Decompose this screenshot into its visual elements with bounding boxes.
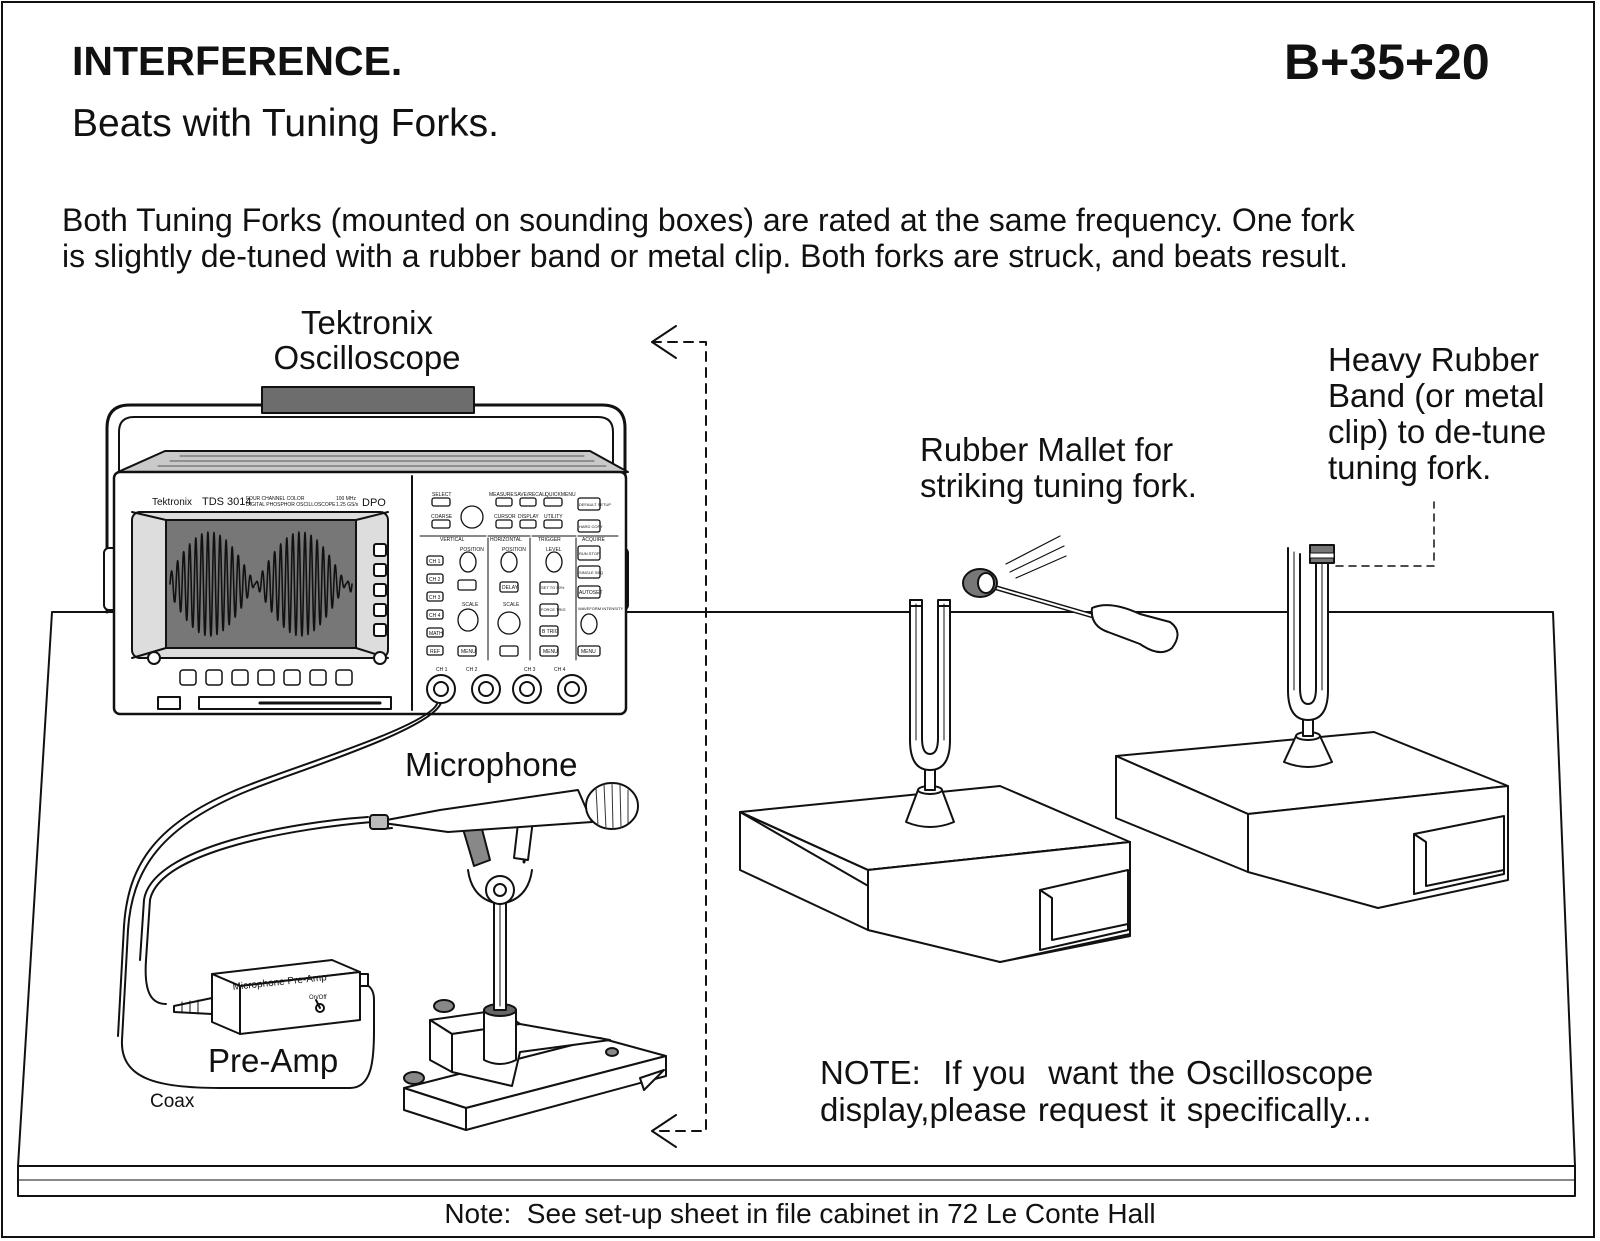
oscilloscope-label-line-2: Oscilloscope	[273, 338, 461, 376]
scope-ch2-button: CH 2	[429, 577, 441, 583]
description-line-1: Both Tuning Forks (mounted on sounding b…	[62, 202, 1355, 238]
mallet-label: Rubber Mallet for striking tuning fork.	[920, 432, 1197, 504]
scope-spec-1: 100 MHz	[336, 496, 357, 502]
scope-autoset-button: AUTOSET	[579, 590, 603, 596]
scope-btn-measure: MEASURE	[489, 492, 514, 498]
rubber-band-label-line-3: clip) to de-tune	[1328, 413, 1547, 450]
band-leader-line	[1335, 501, 1435, 567]
scope-btn-display: DISPLAY	[518, 514, 539, 520]
divider-arrows	[651, 325, 707, 1148]
scope-model-desc-2: DIGITAL PHOSPHOR OSCILLOSCOPE	[246, 502, 336, 508]
scope-model-desc-1: FOUR CHANNEL COLOR	[246, 496, 305, 502]
scope-btn-coarse: COARSE	[431, 514, 453, 520]
rubber-band-label-line-1: Heavy Rubber	[1328, 341, 1539, 378]
request-note-line-2: display,please request it specifically..…	[820, 1091, 1372, 1128]
scope-input-ch4: CH 4	[554, 667, 566, 673]
demo-code: B+35+20	[1284, 34, 1490, 90]
scope-level-label: LEVEL	[546, 547, 562, 553]
beat-waveform	[169, 531, 353, 637]
scope-trig-menu-button: MENU	[543, 649, 558, 655]
coax-cable	[117, 702, 442, 1089]
scope-ref-button: REF	[430, 649, 440, 655]
description-line-2: is slightly de-tuned with a rubber band …	[62, 238, 1348, 274]
sounding-box-right	[1115, 731, 1509, 909]
scope-section-acquire: ACQUIRE	[582, 537, 605, 543]
rubber-mallet	[962, 535, 1179, 654]
page-subtitle: Beats with Tuning Forks.	[72, 102, 500, 145]
scope-position-label: POSITION	[460, 547, 484, 553]
coax-label: Coax	[150, 1091, 195, 1112]
scope-ch4-button: CH 4	[429, 613, 441, 619]
scope-acq-menu-button: MENU	[581, 649, 596, 655]
microphone-label: Microphone	[405, 746, 578, 783]
oscilloscope-label: Tektronix Oscilloscope	[262, 304, 472, 376]
tuning-fork-right	[1283, 544, 1335, 768]
scope-btn-select: SELECT	[432, 492, 451, 498]
scope-section-horizontal: HORIZONTAL	[490, 537, 522, 543]
request-note-line-1: NOTE: If you want the Oscilloscope	[820, 1054, 1374, 1091]
page-title: INTERFERENCE.	[72, 38, 403, 84]
scope-math-button: MATH	[429, 631, 443, 637]
scope-model: TDS 3014	[202, 496, 252, 508]
scope-ch1-button: CH 1	[429, 559, 441, 565]
scope-delay-button: DELAY	[502, 585, 519, 591]
scope-spec-2: 1.25 GS/s	[336, 502, 359, 508]
scope-hardcopy-button: HARD COPY	[579, 524, 603, 529]
scope-waveform-intensity-label: WAVEFORM INTENSITY	[578, 606, 623, 611]
setup-sheet-note: Note: See set-up sheet in file cabinet i…	[444, 1198, 1156, 1229]
preamp-switch-label: On/Off	[309, 995, 327, 1001]
scope-section-vertical: VERTICAL	[440, 537, 465, 543]
mallet-label-line-2: striking tuning fork.	[920, 467, 1197, 504]
scope-v-menu-button: MENU	[461, 649, 476, 655]
scope-h-position-label: POSITION	[502, 547, 526, 553]
scope-set50-button: SET TO 50%	[541, 585, 565, 590]
description: Both Tuning Forks (mounted on sounding b…	[62, 202, 1355, 274]
scope-b-trig-button: B TRIG	[542, 629, 559, 635]
oscilloscope	[103, 386, 629, 716]
scope-badge: DPO	[362, 497, 386, 509]
scope-ch3-button: CH 3	[429, 595, 441, 601]
scope-btn-utility: UTILITY	[544, 514, 563, 520]
scope-single-seq-button: SINGLE SEQ	[579, 570, 603, 575]
scope-run-stop-button: RUN STOP	[579, 551, 600, 556]
scope-section-trigger: TRIGGER	[538, 537, 561, 543]
rubber-band-label-line-2: Band (or metal	[1328, 377, 1545, 414]
scope-input-ch2: CH 2	[466, 667, 478, 673]
request-note: NOTE: If you want the Oscilloscope displ…	[820, 1054, 1373, 1128]
scope-btn-cursor: CURSOR	[494, 514, 516, 520]
preamp-label: Pre-Amp	[208, 1042, 339, 1079]
oscilloscope-label-line-1: Tektronix	[300, 304, 434, 341]
mallet-label-line-1: Rubber Mallet for	[920, 431, 1174, 468]
scope-h-scale-label: SCALE	[503, 602, 520, 608]
scope-btn-quickmenu: QUICKMENU	[545, 492, 576, 498]
rubber-band-label: Heavy Rubber Band (or metal clip) to de-…	[1328, 342, 1546, 486]
scope-input-ch3: CH 3	[524, 667, 536, 673]
sounding-box-left	[739, 785, 1131, 963]
microphone-stand	[369, 782, 667, 1131]
preamp-box	[173, 959, 369, 1035]
rubber-band-label-line-4: tuning fork.	[1328, 449, 1492, 486]
scope-force-trig-button: FORCE TRIG	[541, 607, 566, 612]
scope-scale-label: SCALE	[462, 602, 479, 608]
scope-input-ch1: CH 1	[436, 667, 448, 673]
scope-default-setup-button: DEFAULT SETUP	[579, 502, 611, 507]
scope-btn-save-recall: SAVE/RECALL	[514, 492, 548, 498]
tuning-fork-left	[905, 599, 955, 828]
scope-brand: Tektronix	[152, 497, 192, 508]
